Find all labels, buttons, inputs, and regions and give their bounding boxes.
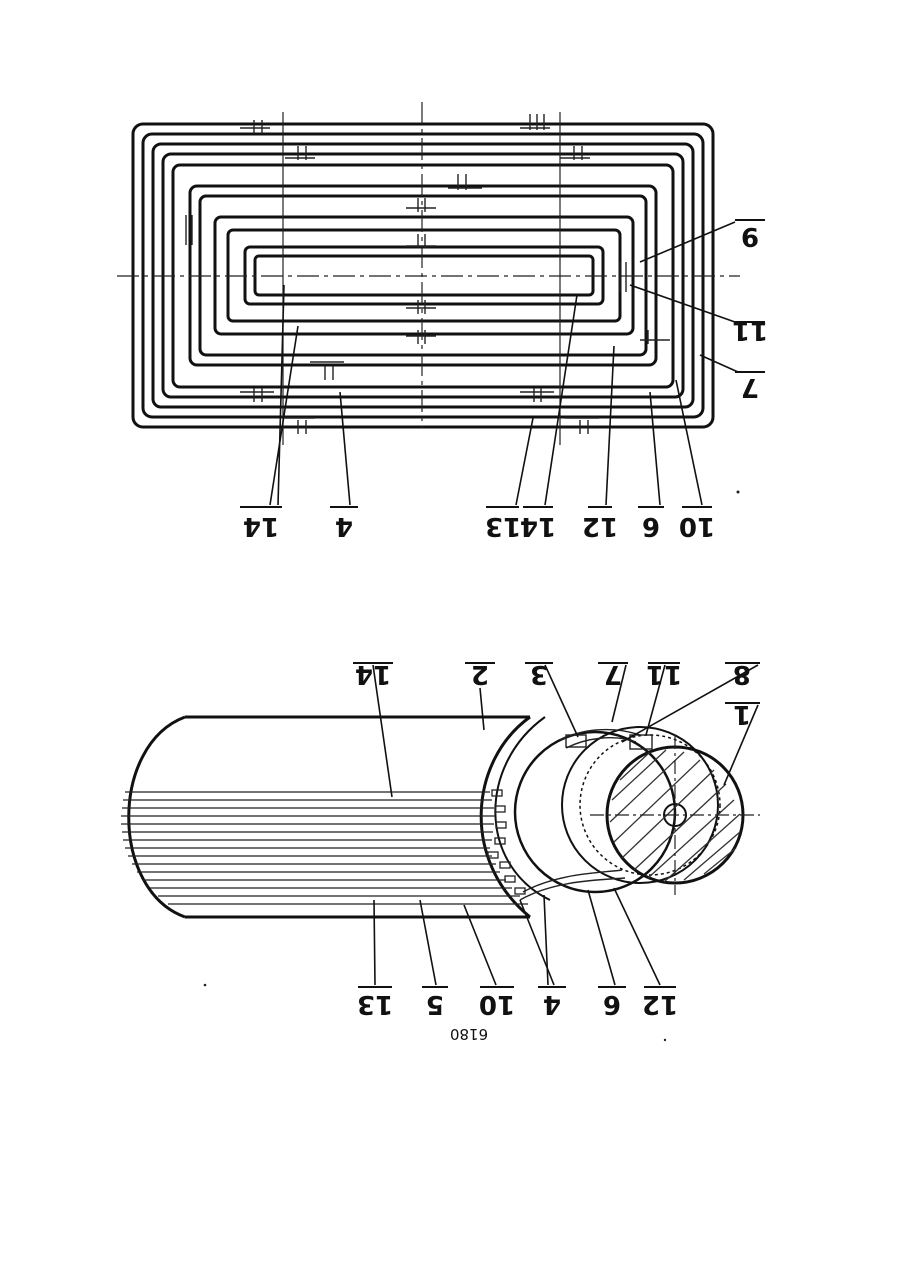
fig1-label-12: 12 [582,511,618,541]
fig2-label-13: 13 [357,989,393,1019]
conductor-bundle [121,792,528,904]
fig2-label-8: 8 [733,659,751,689]
fig1-label-7: 7 [741,372,759,402]
fig2-label-11: 11 [646,659,682,689]
page-number: 6180 [450,1025,488,1043]
fig2-label-7: 7 [604,659,622,689]
fig2-label-12: 12 [642,989,678,1019]
outer-jacket [481,717,530,917]
fig1-label-6: 6 [642,511,660,541]
fig1-label-4: 4 [335,511,353,541]
fig1-label-10: 10 [679,511,715,541]
fig2-label-5: 5 [426,989,444,1019]
fig2-label-14: 14 [355,659,391,689]
fig1-label-14-left: 14 [243,511,279,541]
fig1-label-9: 9 [741,221,759,251]
fig2-label-1: 1 [733,699,751,729]
figure-1-labels: 9 11 7 14 4 13 14 12 6 10 [243,221,768,541]
fig1-label-14-right: 14 [520,511,556,541]
fig2-label-2: 2 [471,659,489,689]
figure-2-label-bars [353,663,760,987]
fig1-label-13: 13 [485,511,521,541]
figure-2-cylinder-cutaway [129,717,743,917]
fig1-label-11: 11 [732,315,768,345]
cylinder-outline [129,717,530,917]
fig2-label-3: 3 [530,659,548,689]
fig2-label-6: 6 [603,989,621,1019]
fig2-label-10: 10 [479,989,515,1019]
fig2-label-4: 4 [543,989,561,1019]
